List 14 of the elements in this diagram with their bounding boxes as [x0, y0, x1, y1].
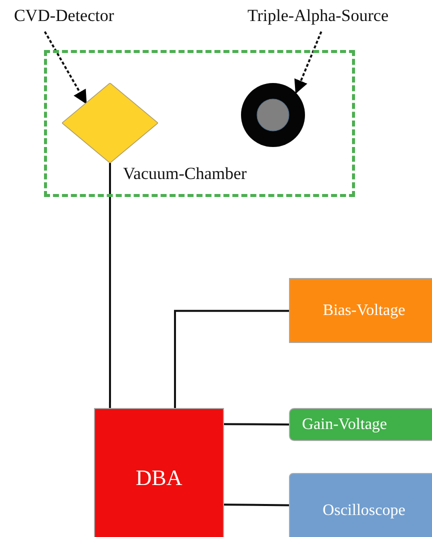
- process-box: Gain-Voltage: [289, 408, 432, 441]
- connector-line: [109, 163, 111, 408]
- connector-line: [224, 423, 289, 426]
- process-box: Bias-Voltage: [289, 278, 432, 343]
- connector-line: [174, 310, 289, 408]
- arrow: [294, 31, 322, 94]
- callout-label: Triple-Alpha-Source: [236, 4, 400, 28]
- process-box: Oscilloscope: [289, 473, 432, 537]
- callout-label: CVD-Detector: [4, 4, 124, 28]
- dashed-chamber-box: [44, 50, 355, 197]
- arrow: [44, 31, 87, 104]
- chamber-label: Vacuum-Chamber: [123, 164, 247, 184]
- process-box: DBA: [94, 408, 224, 537]
- connector-line: [224, 504, 290, 506]
